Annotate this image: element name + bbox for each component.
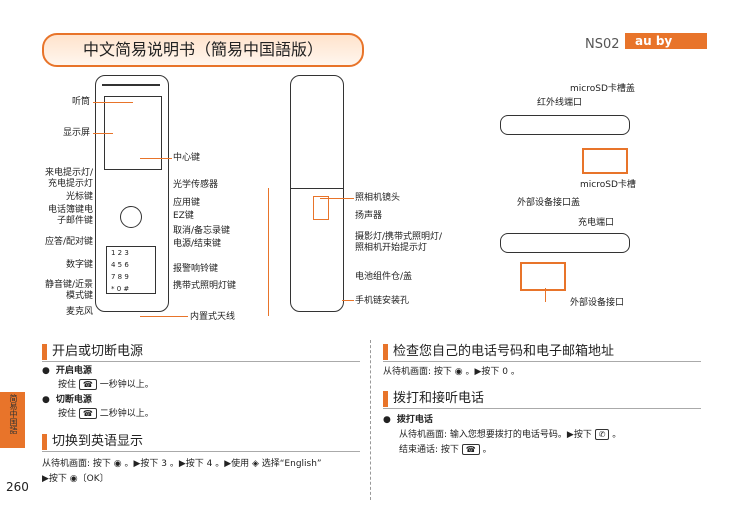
label-app-key: 应用键: [173, 198, 201, 208]
label-light-key: 携带式照明灯键: [173, 281, 237, 291]
label-alarm-key: 报警响铃键: [173, 264, 219, 274]
section-english-title: 切换到英语显示: [42, 433, 143, 451]
duration-text: 一秒钟以上。: [99, 380, 154, 390]
side-view-bottom: [500, 233, 630, 253]
label-phonebook-key: 电话簿键电子邮件键: [47, 205, 93, 226]
section-rule: [383, 361, 701, 362]
label-antenna: 内置式天线: [190, 312, 236, 322]
power-off-instruction: 按住 ☎ 二秒钟以上。: [58, 408, 154, 420]
sidebar-label: 简易中国語: [9, 394, 18, 434]
power-off-heading: 切断电源: [42, 394, 92, 406]
label-strap-hole: 手机链安装孔: [355, 296, 410, 306]
label-earpiece: 听筒: [71, 97, 90, 107]
page-number: 260: [6, 480, 29, 494]
power-off-label: 切断电源: [55, 395, 92, 405]
label-infrared-port: 红外线端口: [537, 98, 583, 108]
label-charge-port: 充电端口: [578, 218, 615, 228]
ext-port-box: [520, 262, 566, 291]
call-key-icon: ✆: [594, 429, 610, 440]
leader-line: [93, 133, 113, 134]
call-dial-text: 从待机画面: 输入您想要拨打的电话号码。▶按下: [399, 430, 592, 440]
label-speaker: 扬声器: [355, 211, 383, 221]
label-camera-lens: 照相机镜头: [355, 193, 401, 203]
power-key-icon: ☎: [78, 379, 97, 390]
leader-line: [545, 288, 546, 302]
duration-text: 二秒钟以上。: [99, 409, 154, 419]
power-on-instruction: 按住 ☎ 一秒钟以上。: [58, 379, 154, 391]
label-battery-cover: 电池组件仓/盖: [355, 272, 413, 282]
english-instruction-line1: 从待机画面: 按下 ◉ 。▶按下 3 。▶按下 4 。▶使用 ◈ 选择“Engl…: [42, 459, 322, 469]
section-rule: [383, 408, 701, 409]
call-heading: 拨打电话: [383, 414, 433, 426]
label-ext-port-cover: 外部设备接口盖: [517, 198, 581, 208]
leader-line: [268, 188, 269, 316]
microsd-slot-box: [582, 148, 628, 174]
page-title: 中文简易说明书（簡易中国語版）: [42, 33, 364, 67]
section-rule: [42, 451, 360, 452]
leader-line: [140, 158, 172, 159]
english-instruction-line2: ▶按下 ◉〔OK〕: [42, 474, 109, 484]
label-ext-port: 外部设备接口: [570, 298, 625, 308]
label-number-keys: 数字键: [65, 260, 93, 270]
leader-line: [93, 102, 133, 103]
check-instruction: 从待机画面: 按下 ◉ 。▶按下 0 。: [383, 367, 520, 377]
label-display: 显示屏: [62, 128, 90, 138]
label-photo-light: 摄影灯/携带式照明灯/照相机开始提示灯: [355, 232, 443, 253]
call-instruction-line2: 结束通话: 按下 ☎ 。: [399, 444, 492, 455]
label-ez-key: EZ键: [173, 211, 194, 221]
label-power-key: 电源/结束键: [173, 239, 222, 249]
section-power-title: 开启或切断电源: [42, 343, 143, 361]
model-name: NS02: [585, 37, 620, 52]
leader-line: [140, 316, 188, 317]
call-sub-label: 拨打电话: [396, 415, 433, 425]
section-check-title: 检查您自己的电话号码和电子邮箱地址: [383, 343, 614, 361]
label-center-key: 中心键: [173, 153, 201, 163]
call-end-text: 结束通话: 按下: [399, 445, 459, 455]
label-microphone: 麦克风: [65, 307, 93, 317]
label-cursor-key: 光标键: [65, 192, 93, 202]
press-hold-text: 按住: [58, 380, 77, 390]
phone-back-illustration: [290, 75, 344, 312]
leader-line: [320, 198, 354, 199]
power-on-heading: 开启电源: [42, 365, 92, 377]
section-rule: [42, 361, 360, 362]
call-instruction-line1: 从待机画面: 输入您想要拨打的电话号码。▶按下 ✆ 。: [399, 429, 622, 440]
end-key-icon: ☎: [461, 444, 480, 455]
label-microsd-slot: microSD卡槽: [580, 180, 636, 190]
label-answer-key: 应答/配对键: [44, 237, 93, 247]
section-call-title: 拨打和接听电话: [383, 390, 484, 408]
leader-line: [342, 300, 354, 301]
brand-logo: au by KDDI: [625, 33, 707, 64]
label-indicator: 来电提示灯/充电提示灯: [44, 168, 93, 189]
sidebar-tab: [0, 392, 25, 448]
column-divider: [370, 340, 371, 500]
label-mute-key: 静音键/近景模式键: [44, 280, 93, 301]
label-microsd-cover: microSD卡槽盖: [570, 84, 635, 94]
side-view-top: [500, 115, 630, 135]
label-light-sensor: 光学传感器: [173, 180, 219, 190]
label-cancel-key: 取消/备忘录键: [173, 226, 231, 236]
power-key-icon: ☎: [78, 408, 97, 419]
power-on-label: 开启电源: [55, 366, 92, 376]
press-hold-text: 按住: [58, 409, 77, 419]
